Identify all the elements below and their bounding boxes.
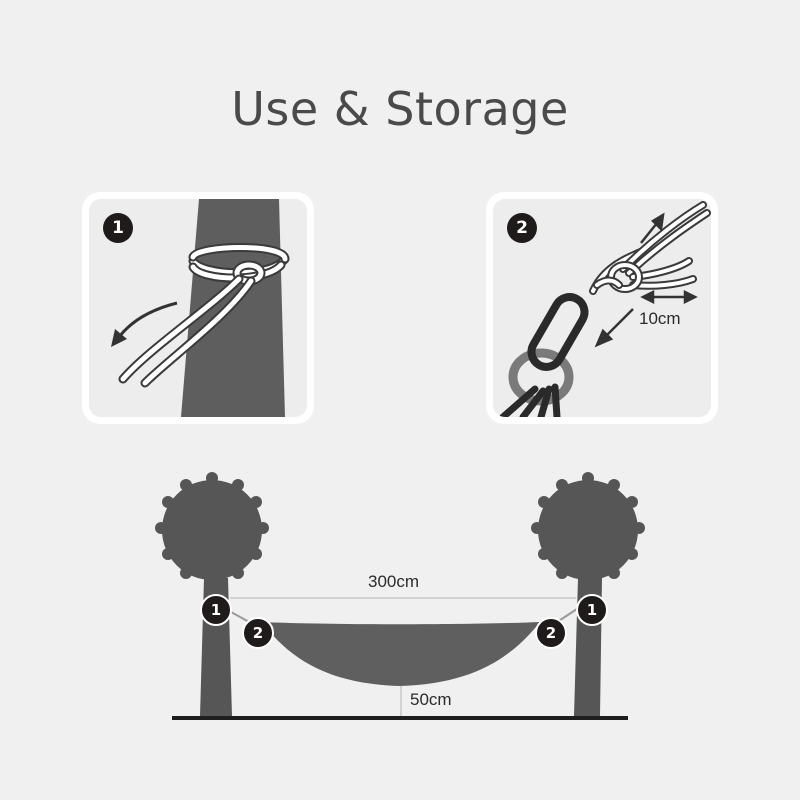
step-2-badge: 2	[507, 213, 537, 243]
sag-label: 50cm	[410, 690, 452, 709]
page-title: Use & Storage	[231, 82, 569, 136]
step-2-illustration: 2 10cm	[493, 199, 711, 417]
step-2-panel: 2 10cm	[486, 192, 718, 424]
carabiner-illustration	[499, 201, 711, 417]
rope-knot-icon	[118, 243, 290, 388]
carabiner-icon	[527, 293, 589, 371]
ring-icon	[508, 348, 574, 406]
left-hammock-badge-2: 2	[242, 617, 274, 649]
left-tree-badge-1: 1	[200, 594, 232, 626]
tree-rope-illustration	[111, 199, 290, 417]
right-hammock-badge-2: 2	[535, 617, 567, 649]
pull-arrow-icon	[111, 301, 178, 347]
pull-arrow-icon	[594, 212, 698, 348]
right-tree-badge-1: 1	[576, 594, 608, 626]
hammock-icon	[262, 622, 540, 686]
step-1-panel: 1	[82, 192, 314, 424]
step-1-illustration: 1	[89, 199, 307, 417]
step-1-badge: 1	[103, 213, 133, 243]
rope-length-label: 10cm	[639, 309, 681, 328]
span-label: 300cm	[368, 572, 420, 591]
